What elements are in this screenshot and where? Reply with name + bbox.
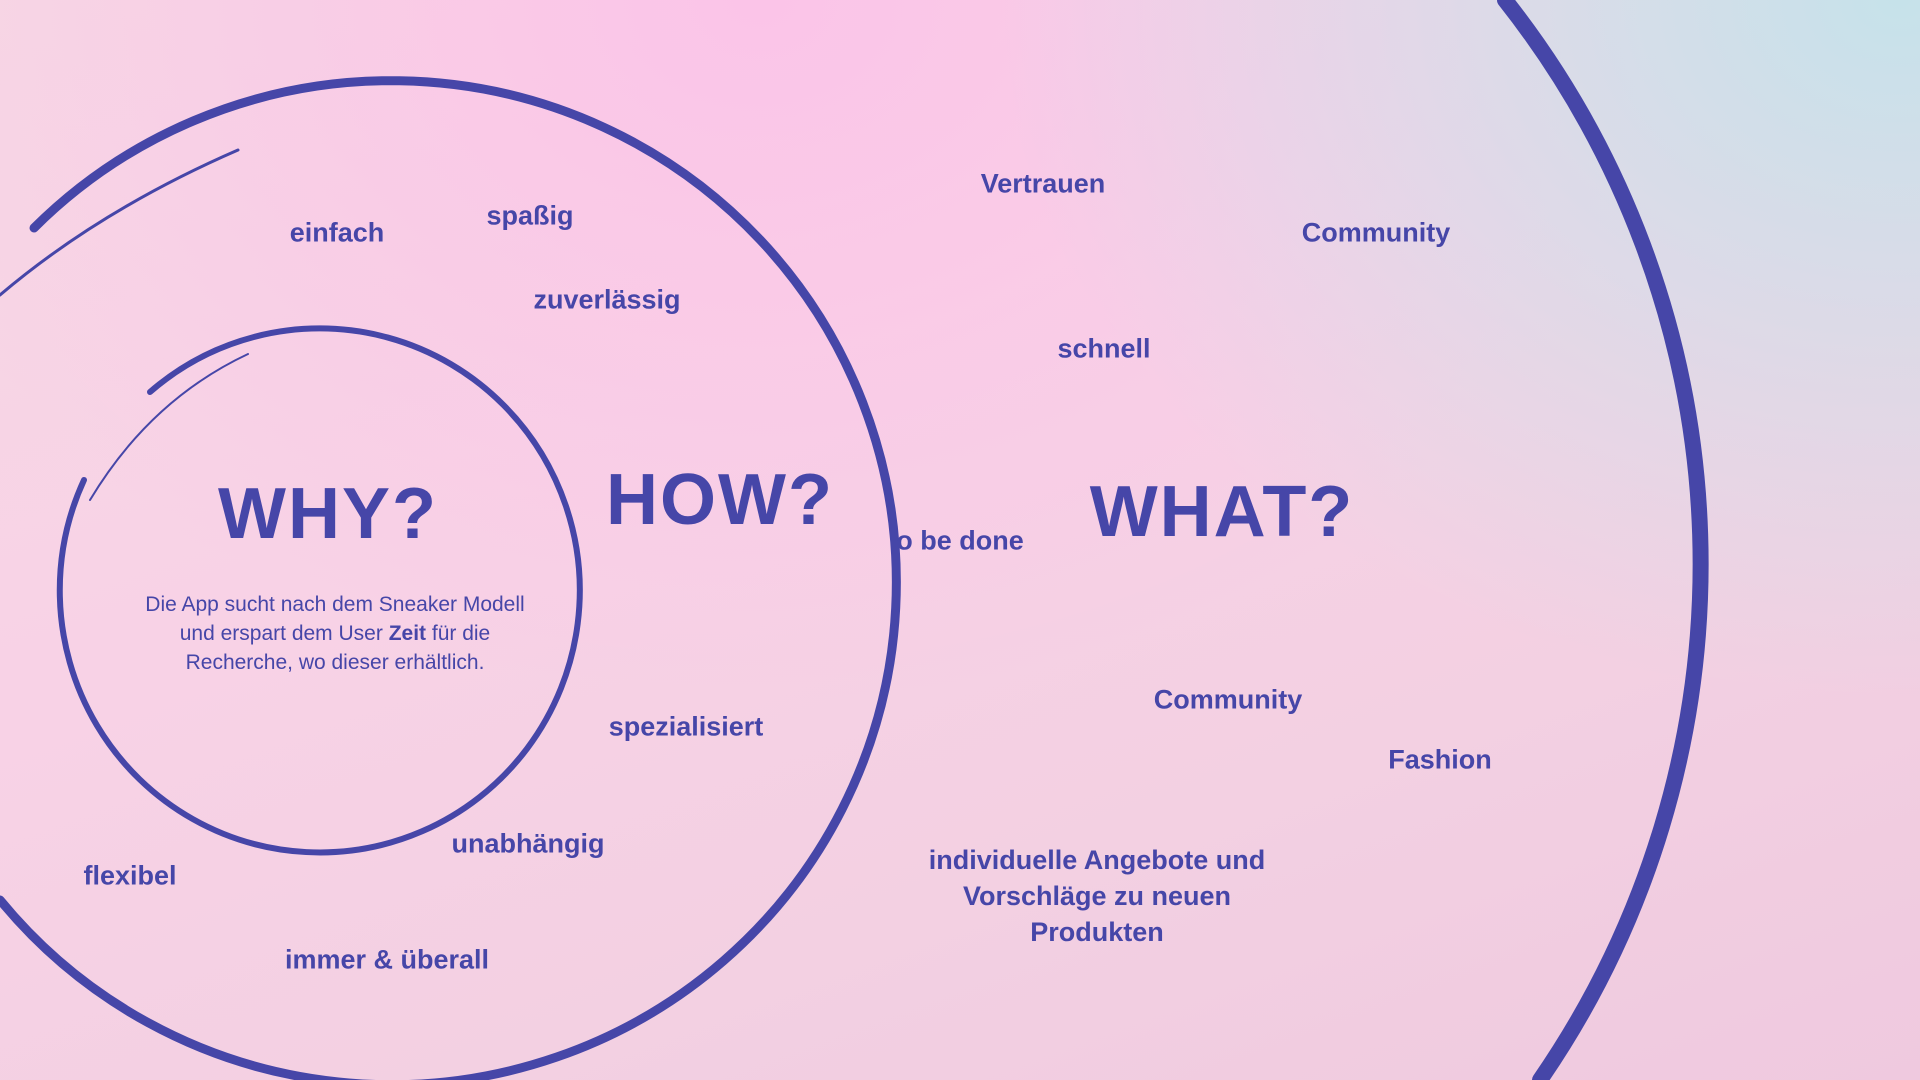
how-word-spezialisiert: spezialisiert (608, 711, 764, 742)
what-multiline-3: Produkten (1030, 917, 1164, 947)
what-word-schnell: schnell (1057, 333, 1151, 364)
how-word-spassig: spaßig (486, 200, 574, 231)
what-multiline-2: Vorschläge zu neuen (962, 881, 1232, 911)
middle-ring-tail (0, 148, 240, 297)
what-word-o-be-done: o be done (896, 525, 1024, 556)
why-desc-bold: Zeit (388, 622, 427, 645)
what-word-fashion: Fashion (1388, 744, 1492, 775)
middle-ring (0, 76, 901, 1080)
what-title: WHAT? (1089, 472, 1355, 552)
how-word-flexibel: flexibel (83, 860, 177, 891)
why-title: WHY? (218, 474, 438, 554)
how-title: HOW? (606, 460, 834, 540)
why-description: Die App sucht nach dem Sneaker Modell un… (125, 590, 545, 677)
how-word-einfach: einfach (289, 217, 385, 248)
inner-ring (56, 325, 583, 856)
what-word-community: Community (1301, 217, 1451, 248)
outer-ring (1497, 0, 1709, 1080)
why-desc-text: Die App sucht nach dem Sneaker Modell un… (145, 593, 525, 645)
how-word-unabhaengig: unabhängig (451, 828, 605, 859)
what-multiline-1: individuelle Angebote und (928, 845, 1266, 875)
how-word-immer-ueberall: immer & überall (284, 944, 490, 975)
inner-ring-tail (89, 353, 249, 501)
what-word-individuelle-angebote: individuelle Angebote und Vorschläge zu … (887, 842, 1307, 950)
what-word-community-2: Community (1153, 684, 1303, 715)
why-desc-text-end: für die Recherche, wo dieser erhältlich. (185, 622, 491, 674)
how-word-zuverlaessig: zuverlässig (533, 284, 681, 315)
what-word-vertrauen: Vertrauen (980, 168, 1106, 199)
